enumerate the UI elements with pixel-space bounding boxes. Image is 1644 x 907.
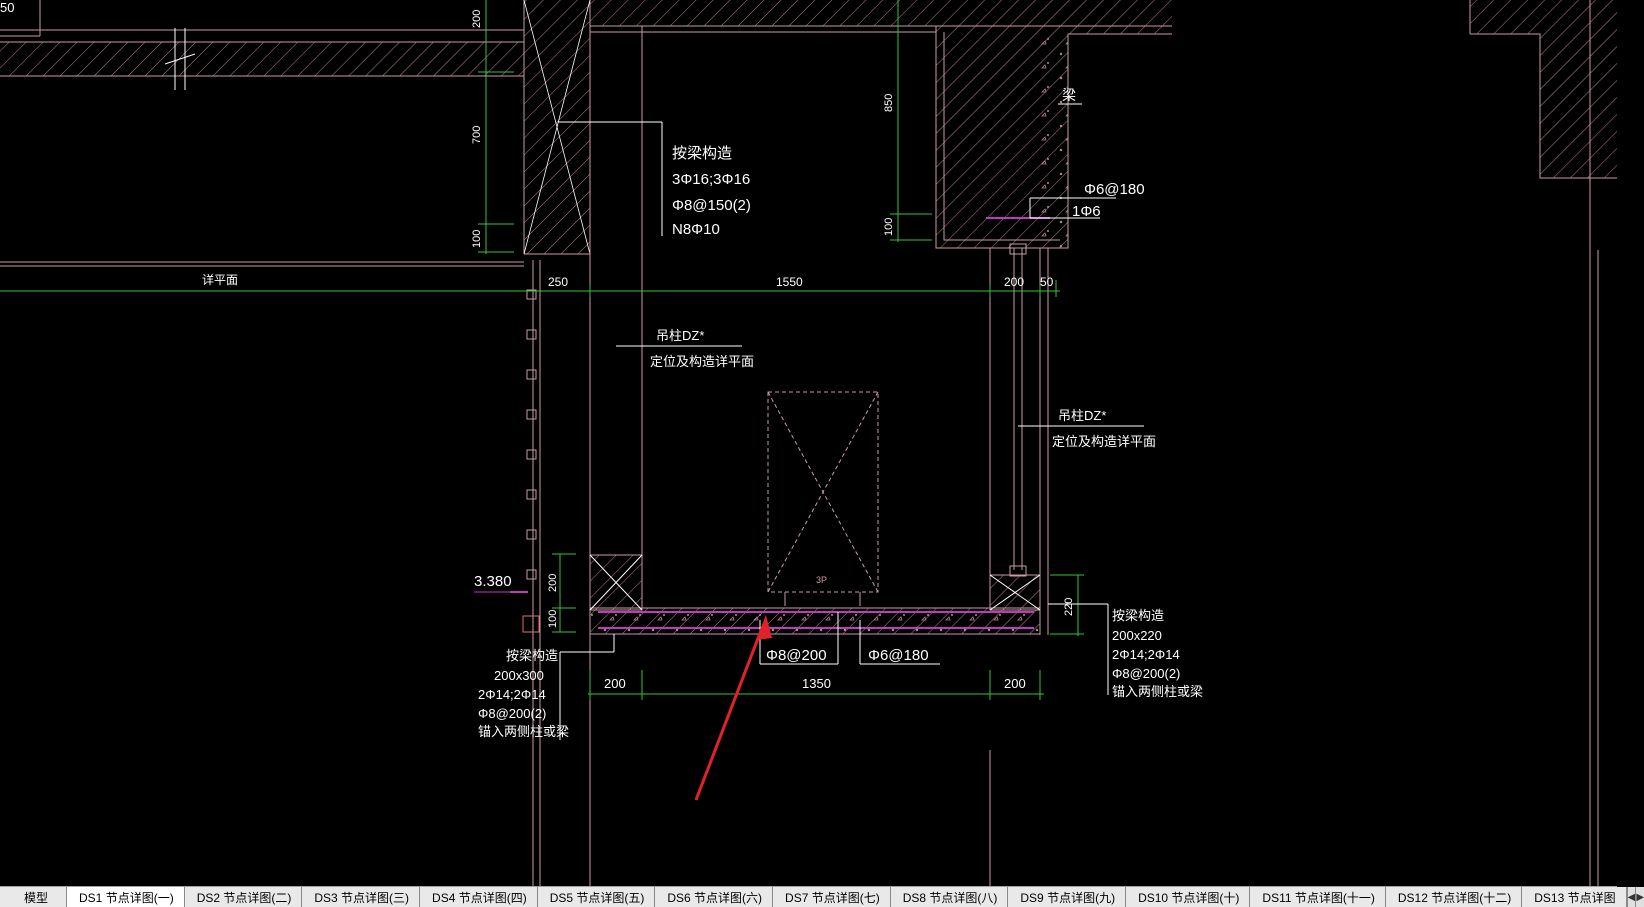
tab-label: DS11 节点详图(十一) bbox=[1262, 890, 1375, 905]
tab-ds3[interactable]: DS3 节点详图(三) bbox=[302, 887, 421, 907]
tab-list: 模型 DS1 节点详图(一) DS2 节点详图(二) DS3 节点详图(三) D… bbox=[0, 887, 1627, 907]
left-beam-note-3: Φ8@200(2) bbox=[478, 706, 546, 721]
left-wall-hatch bbox=[523, 0, 591, 255]
dim-1350: 1350 bbox=[802, 676, 831, 691]
leader-lines bbox=[474, 103, 1144, 740]
equipment-box bbox=[767, 391, 879, 606]
dim-100-bottom: 100 bbox=[547, 610, 559, 628]
hang-col-left-1: 定位及构造详平面 bbox=[650, 354, 754, 369]
hang-col-right-1: 定位及构造详平面 bbox=[1052, 434, 1156, 449]
red-annotation-arrow bbox=[694, 615, 772, 801]
tab-model[interactable]: 模型 bbox=[0, 887, 68, 907]
room-outline bbox=[0, 0, 1599, 886]
tab-label: DS2 节点详图(二) bbox=[196, 890, 292, 905]
tab-ds6[interactable]: DS6 节点详图(六) bbox=[655, 887, 774, 907]
tab-ds5[interactable]: DS5 节点详图(五) bbox=[537, 887, 656, 907]
tab-label: DS10 节点详图(十) bbox=[1138, 890, 1240, 905]
tab-label: DS3 节点详图(三) bbox=[314, 890, 410, 905]
tab-label: DS6 节点详图(六) bbox=[667, 890, 763, 905]
drawing-text: 200 700 100 850 100 梁 Φ6@180 1Φ6 按梁构造 3Φ… bbox=[202, 10, 1203, 739]
beam-note-top-2: Φ8@150(2) bbox=[672, 197, 751, 214]
equipment-label: 3P bbox=[816, 575, 827, 585]
tab-label: DS4 节点详图(四) bbox=[432, 890, 527, 905]
dim-200-row1: 200 bbox=[1004, 275, 1024, 289]
tab-ds9[interactable]: DS9 节点详图(九) bbox=[1008, 887, 1127, 907]
left-beam-note-2: 2Φ14;2Φ14 bbox=[478, 687, 546, 702]
dim-200-left: 200 bbox=[547, 574, 559, 592]
tab-label: DS13 节点详图 bbox=[1534, 890, 1616, 905]
tab-label: 模型 bbox=[24, 890, 49, 905]
tab-ds7[interactable]: DS7 节点详图(七) bbox=[773, 887, 891, 907]
tab-label: DS1 节点详图(一) bbox=[79, 890, 174, 905]
hang-col-right-0: 吊柱DZ* bbox=[1058, 408, 1106, 423]
pipe-markers bbox=[522, 289, 540, 633]
tab-label: DS12 节点详图(十二) bbox=[1397, 890, 1512, 905]
tab-label: DS7 节点详图(七) bbox=[785, 890, 880, 905]
elevation: 3.380 bbox=[474, 573, 512, 590]
dim-250: 250 bbox=[548, 275, 568, 289]
tab-ds10[interactable]: DS10 节点详图(十) bbox=[1126, 887, 1251, 907]
far-right-concrete bbox=[1469, 0, 1617, 179]
right-beam-note-0: 按梁构造 bbox=[1112, 608, 1164, 623]
tab-ds11[interactable]: DS11 节点详图(十一) bbox=[1250, 887, 1386, 907]
tab-label: DS5 节点详图(五) bbox=[549, 890, 645, 905]
tab-ds8[interactable]: DS8 节点详图(八) bbox=[890, 887, 1009, 907]
cad-drawing-canvas[interactable]: 50 bbox=[0, 0, 1617, 886]
chevron-left-icon[interactable]: ◀ bbox=[1626, 887, 1636, 907]
rebar-top-right-b: 1Φ6 bbox=[1072, 203, 1101, 220]
slab-rebar-a: Φ8@200 bbox=[766, 647, 827, 664]
dim-100-right: 100 bbox=[883, 218, 895, 236]
top-band-hatch bbox=[590, 0, 1172, 26]
rebar-top-right-a: Φ6@180 bbox=[1084, 181, 1145, 198]
tab-ds2[interactable]: DS2 节点详图(二) bbox=[184, 887, 303, 907]
dim-50-row1: 50 bbox=[1040, 275, 1054, 289]
bottom-slab bbox=[510, 217, 1050, 635]
dim-700: 700 bbox=[471, 126, 483, 144]
dim-100-left: 100 bbox=[471, 230, 483, 248]
left-beam-note-1: 200x300 bbox=[494, 668, 544, 683]
svg-text:50: 50 bbox=[0, 0, 14, 15]
left-beam-note-0: 按梁构造 bbox=[506, 648, 558, 663]
tab-label: DS8 节点详图(八) bbox=[902, 890, 998, 905]
slab-rebar-b: Φ6@180 bbox=[868, 647, 929, 664]
top-right-concrete bbox=[935, 25, 1172, 249]
beam-note-top-1: 3Φ16;3Φ16 bbox=[672, 171, 750, 188]
plan-label: 详平面 bbox=[202, 272, 238, 287]
beam-note-top-3: N8Φ10 bbox=[672, 221, 720, 238]
dim-850: 850 bbox=[883, 94, 895, 112]
tab-ds1[interactable]: DS1 节点详图(一) bbox=[67, 887, 185, 907]
left-beam-note-4: 锚入两侧柱或梁 bbox=[478, 724, 569, 739]
right-ladder bbox=[1009, 243, 1027, 577]
hang-col-left-0: 吊柱DZ* bbox=[656, 328, 704, 343]
right-beam-note-1: 200x220 bbox=[1112, 628, 1162, 643]
right-beam-note-2: 2Φ14;2Φ14 bbox=[1112, 647, 1180, 662]
beam-note-top-0: 按梁构造 bbox=[672, 145, 732, 162]
right-beam-note-3: Φ8@200(2) bbox=[1112, 666, 1180, 681]
tab-ds12[interactable]: DS12 节点详图(十二) bbox=[1385, 887, 1523, 907]
dim-1550: 1550 bbox=[776, 275, 803, 289]
chevron-right-icon[interactable]: ▶ bbox=[1635, 887, 1644, 907]
dimension-lines bbox=[0, 0, 1084, 700]
top-left-slab bbox=[0, 0, 524, 90]
right-beam-note-4: 锚入两侧柱或梁 bbox=[1112, 684, 1203, 699]
dim-200-row2-c: 200 bbox=[1004, 676, 1026, 691]
layout-tab-bar: 模型 DS1 节点详图(一) DS2 节点详图(二) DS3 节点详图(三) D… bbox=[0, 886, 1644, 907]
tab-ds4[interactable]: DS4 节点详图(四) bbox=[420, 887, 538, 907]
dim-200-top: 200 bbox=[471, 10, 483, 28]
dim-200-row2-a: 200 bbox=[604, 676, 626, 691]
dim-220: 220 bbox=[1063, 598, 1075, 616]
beam-label: 梁 bbox=[1062, 87, 1076, 103]
tab-label: DS9 节点详图(九) bbox=[1020, 890, 1116, 905]
tab-ds13[interactable]: DS13 节点详图 bbox=[1522, 887, 1627, 907]
